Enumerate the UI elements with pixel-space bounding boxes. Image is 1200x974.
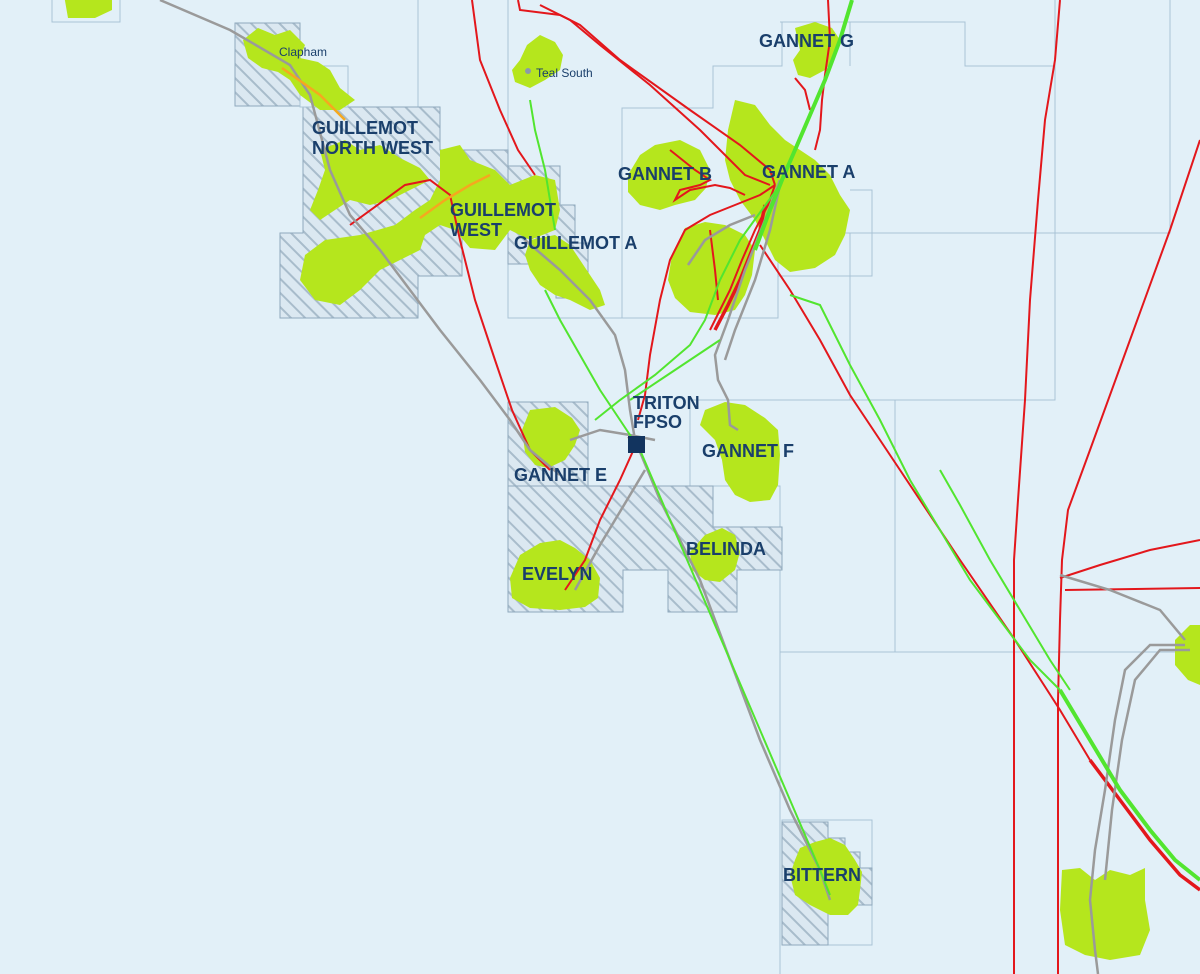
field-east-right xyxy=(1175,625,1200,685)
pipeline-red xyxy=(1088,758,1200,892)
label-belinda[interactable]: BELINDA xyxy=(686,539,766,559)
label-guillemot-west[interactable]: GUILLEMOT xyxy=(450,200,556,220)
label-triton-fpso[interactable]: FPSO xyxy=(633,412,682,432)
pipeline-green xyxy=(1058,688,1200,882)
field-gannet-a xyxy=(725,100,850,272)
label-gannet-a[interactable]: GANNET A xyxy=(762,162,855,182)
block-outline xyxy=(51,0,121,23)
pipeline-grey xyxy=(686,213,756,266)
label-bittern[interactable]: BITTERN xyxy=(783,865,861,885)
label-guillemot-west-2[interactable]: WEST xyxy=(450,220,502,240)
field-guillemot-nw xyxy=(310,140,430,220)
fields xyxy=(64,0,1200,960)
square-icon[interactable] xyxy=(628,436,645,453)
pipeline-grey xyxy=(1103,648,1190,881)
pipeline-grey xyxy=(159,0,561,476)
pipeline-red xyxy=(471,0,536,176)
pipeline-green xyxy=(629,339,721,401)
field-gannet-b xyxy=(628,140,710,210)
pipelines-green xyxy=(529,0,1200,896)
pipeline-grey xyxy=(1059,573,1186,641)
block-line xyxy=(780,21,851,66)
pipeline-orange xyxy=(281,66,346,121)
label-teal-south[interactable]: Teal South xyxy=(536,66,593,80)
field-gannet-f xyxy=(700,402,780,502)
label-guillemot-north-west-2[interactable]: NORTH WEST xyxy=(312,138,433,158)
pipeline-red xyxy=(637,184,776,421)
pipeline-red xyxy=(1013,0,1061,974)
label-gannet-e[interactable]: GANNET E xyxy=(514,465,607,485)
teal-south-marker[interactable] xyxy=(525,68,531,74)
field-gannet-e xyxy=(522,407,580,468)
pipeline-red xyxy=(1064,587,1200,591)
block-line xyxy=(778,189,873,277)
pipeline-red xyxy=(1059,539,1200,579)
pipeline-green xyxy=(789,294,1061,691)
pipeline-red xyxy=(794,77,811,111)
pipeline-red xyxy=(349,178,551,471)
field-east-lower xyxy=(1060,868,1150,960)
label-guillemot-north-west[interactable]: GUILLEMOT xyxy=(312,118,418,138)
field-guillemot-west xyxy=(300,145,560,305)
label-gannet-b[interactable]: GANNET B xyxy=(618,164,712,184)
label-triton[interactable]: TRITON xyxy=(633,393,700,413)
pipeline-red xyxy=(539,4,771,186)
label-evelyn[interactable]: EVELYN xyxy=(522,564,592,584)
block-line xyxy=(778,0,1171,234)
pipeline-grey xyxy=(723,184,782,361)
label-gannet-f[interactable]: GANNET F xyxy=(702,441,794,461)
field-teal-south xyxy=(512,35,563,88)
field-guillemot-a xyxy=(525,235,605,310)
pipeline-red xyxy=(709,184,776,331)
pipeline-green xyxy=(594,184,781,421)
field-top-left xyxy=(64,0,112,18)
field-belinda xyxy=(690,528,740,582)
field-evelyn xyxy=(510,540,600,610)
pipeline-green xyxy=(753,0,854,251)
label-guillemot-a[interactable]: GUILLEMOT A xyxy=(514,233,637,253)
pipeline-green xyxy=(939,469,1071,691)
field-bittern xyxy=(790,838,862,915)
field-gannet-g xyxy=(793,22,840,78)
pipeline-grey xyxy=(1088,643,1185,974)
pipeline-red xyxy=(759,244,1091,761)
pipeline-red xyxy=(564,439,639,591)
label-gannet-g[interactable]: GANNET G xyxy=(759,31,854,51)
pipeline-green xyxy=(529,99,556,231)
pipeline-green xyxy=(544,289,831,896)
pipeline-grey xyxy=(573,469,647,591)
label-clapham[interactable]: Clapham xyxy=(279,45,327,59)
pipeline-orange xyxy=(419,173,491,220)
labels: Clapham Teal South GUILLEMOT NORTH WEST … xyxy=(279,31,861,885)
field-clapham xyxy=(243,28,355,110)
pipeline-red xyxy=(669,149,746,203)
